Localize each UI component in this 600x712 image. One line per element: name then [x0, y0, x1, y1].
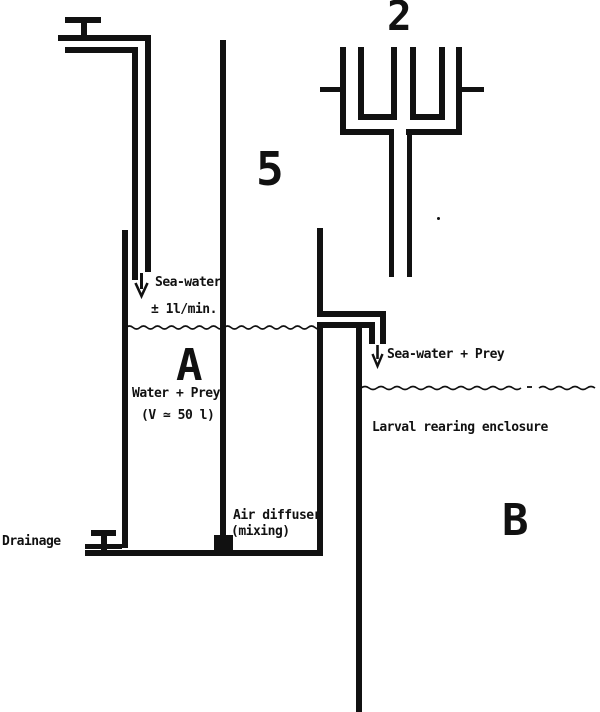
enclosure-caption: Larval rearing enclosure: [372, 420, 548, 435]
outflow-arrow-icon: [371, 345, 384, 370]
manifold-inner-vertical-2: [391, 47, 397, 120]
manifold-inner-vertical-4: [439, 47, 445, 120]
air-diffuser-block: [214, 535, 233, 553]
tank-a-left-wall: [122, 230, 128, 548]
outflow-pipe-inner-vertical: [369, 322, 375, 344]
tank-a-right-wall-lower: [317, 322, 323, 554]
manifold-inner-vertical-3: [410, 47, 416, 120]
enclosure-left-wall: [356, 326, 362, 712]
supply-pipe-top-wall: [58, 35, 151, 41]
manifold-right-tick: [462, 87, 484, 92]
manifold-stem-left-wall: [389, 129, 394, 277]
manifold-right-u-bottom: [410, 114, 445, 120]
enclosure-water-surface: [360, 385, 596, 391]
air-diffuser-label: Air diffuser: [233, 508, 321, 523]
tank-a-letter: A: [176, 340, 203, 391]
inflow-arrow-icon: [134, 273, 149, 300]
manifold-outer-left-vertical: [340, 47, 346, 135]
stray-ink-speck: [437, 217, 440, 220]
standpipe-number-label: 5: [256, 142, 284, 196]
drainage-label: Drainage: [2, 534, 61, 549]
manifold-outer-bottom-right: [406, 129, 462, 135]
outflow-pipe-bottom-wall: [320, 322, 375, 328]
tank-a-water-surface: [125, 325, 323, 330]
flow-rate-label: ± 1l/min.: [151, 302, 217, 317]
outflow-pipe-top-wall: [317, 311, 386, 317]
manifold-outer-bottom-left: [340, 129, 394, 135]
enclosure-b-letter: B: [502, 495, 529, 546]
tank-a-bottom: [85, 550, 323, 556]
manifold-outer-right-vertical: [456, 47, 462, 135]
drain-valve-stem: [101, 530, 107, 551]
supply-pipe-bottom-wall: [65, 47, 138, 53]
standpipe: [220, 40, 226, 536]
supply-pipe-inner-vertical: [132, 47, 138, 280]
outflow-pipe-outer-vertical: [380, 311, 386, 344]
tank-volume-label: (V ≃ 50 l): [141, 408, 215, 423]
supply-pipe-outer-vertical: [145, 35, 151, 272]
outflow-label: Sea-water + Prey: [387, 347, 505, 362]
manifold-inner-vertical-1: [358, 47, 364, 120]
manifold-left-u-bottom: [358, 114, 397, 120]
air-diffuser-sublabel: (mixing): [231, 524, 290, 539]
manifold-left-tick: [320, 87, 340, 92]
tank-a-right-wall-upper: [317, 228, 323, 313]
manifold-number-label: 2: [387, 0, 412, 40]
inlet-valve-stem: [81, 17, 87, 38]
tank-contents-label: Water + Prey: [132, 386, 220, 401]
seawater-in-label: Sea-water: [155, 275, 221, 290]
manifold-stem-right-wall: [407, 129, 412, 277]
